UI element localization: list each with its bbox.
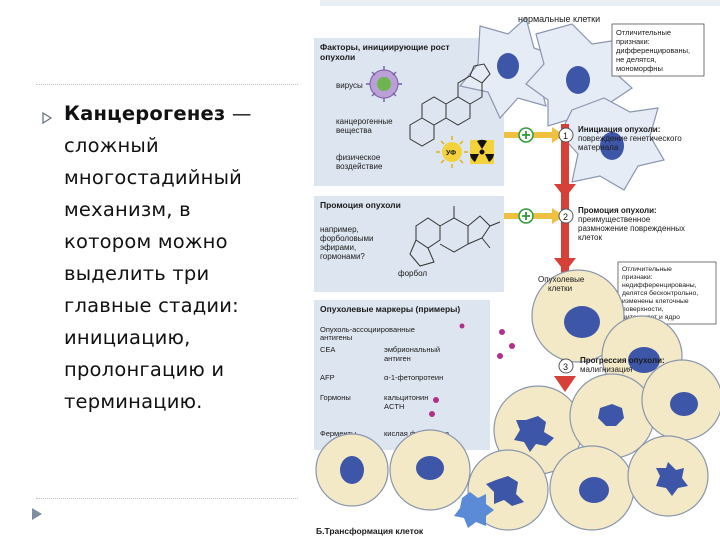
- normal-traits-line: Отличительные: [616, 28, 671, 37]
- normal-traits-line: мономорфны: [616, 64, 663, 73]
- body-line: главные стадии:: [64, 294, 239, 317]
- carcinogenesis-figure: нормальные клетки Отличительные признаки…: [312, 0, 720, 540]
- body-line: выделить три: [64, 262, 210, 285]
- bottom-divider: [36, 498, 298, 499]
- body-line: котором можно: [64, 230, 228, 253]
- uv-label: УФ: [446, 150, 456, 157]
- body-line: пролонгацию и: [64, 358, 225, 381]
- stage3-badge: [558, 358, 574, 374]
- phorbol-label: форбол: [398, 269, 427, 278]
- uv-sun-icon: [436, 136, 468, 168]
- term-dash: —: [225, 102, 252, 125]
- initiators-title: Факторы, инициирующие рост опухоли: [320, 42, 452, 62]
- marker-name-hormones: Гормоны: [320, 393, 351, 402]
- tumor-cell: [531, 269, 625, 363]
- stage1-badge: [558, 127, 574, 143]
- radiation-icon: [470, 139, 494, 164]
- promotion-example: например, форболовыми эфирами, гормонами…: [320, 225, 376, 261]
- promotion-box: [314, 196, 504, 292]
- marker-name-afp: AFP: [320, 373, 335, 382]
- body-line: многостадийный: [64, 166, 243, 189]
- promotion-connector: [504, 208, 564, 224]
- carcinogen-molecule-icon: [409, 63, 491, 147]
- slide-body-text: Канцерогенез — сложный многостадийный ме…: [64, 98, 300, 418]
- progression-arrow: [554, 124, 576, 392]
- marker-name-cea: CEA: [320, 345, 335, 354]
- body-line: инициацию,: [64, 326, 191, 349]
- normal-cells-label: нормальные клетки: [518, 14, 600, 24]
- carcinogens-label: канцерогенные вещества: [336, 117, 395, 135]
- top-divider: [36, 84, 298, 85]
- normal-traits-line: дифференцированы,: [616, 46, 690, 55]
- marker-name-enzymes: Ферменты: [320, 429, 356, 438]
- bullet-triangle-icon: [42, 112, 52, 124]
- marker-value-hormones: кальцитонин ACTH: [384, 393, 430, 411]
- stage1-text: Инициация опухоли: повреждение генетичес…: [578, 125, 684, 152]
- figure-caption: Б.Трансформация клеток: [316, 526, 424, 536]
- markers-title: Опухолевые маркеры (примеры): [320, 304, 460, 314]
- tumor-cells-label: Опухолевые клетки: [538, 275, 587, 293]
- normal-traits-line: не делятся,: [616, 55, 656, 64]
- stage2-text: Промоция опухоли: преимущественное размн…: [578, 206, 687, 242]
- stage1-number: 1: [563, 131, 568, 141]
- initiation-connector: [504, 127, 564, 143]
- stage3-number: 3: [563, 362, 568, 372]
- marker-value-cea: эмбриональный антиген: [384, 345, 442, 363]
- normal-cell-3: [559, 97, 665, 191]
- tumor-traits-box: [617, 261, 717, 325]
- stage3-text: Прогрессия опухоли: малигнизация: [580, 356, 667, 374]
- stage2-number: 2: [563, 212, 568, 222]
- physical-label: физическое воздействие: [336, 153, 383, 171]
- marker-value-afp: α-1-фетопротеин: [384, 373, 443, 382]
- virus-icon: [366, 66, 402, 102]
- viruses-label: вирусы: [336, 81, 363, 90]
- normal-cell-1: [458, 16, 564, 120]
- phorbol-molecule-icon: [409, 206, 501, 267]
- normal-traits-text: Отличительные признаки: дифференцированы…: [616, 28, 692, 73]
- malignant-cells: [315, 359, 720, 531]
- term: Канцерогенез: [64, 102, 226, 125]
- markers-assoc: Опухоль-ассоциированные антигены: [320, 325, 417, 342]
- normal-traits-line: признаки:: [616, 37, 650, 46]
- next-slide-arrow-icon[interactable]: [30, 506, 44, 522]
- promotion-title: Промоция опухоли: [320, 200, 401, 210]
- body-line: терминацию.: [64, 390, 203, 413]
- body-line: сложный: [64, 134, 159, 157]
- marker-dots: [429, 323, 515, 417]
- term-line: Канцерогенез —: [64, 98, 300, 130]
- body-line: механизм, в: [64, 198, 191, 221]
- stage2-badge: [558, 208, 574, 224]
